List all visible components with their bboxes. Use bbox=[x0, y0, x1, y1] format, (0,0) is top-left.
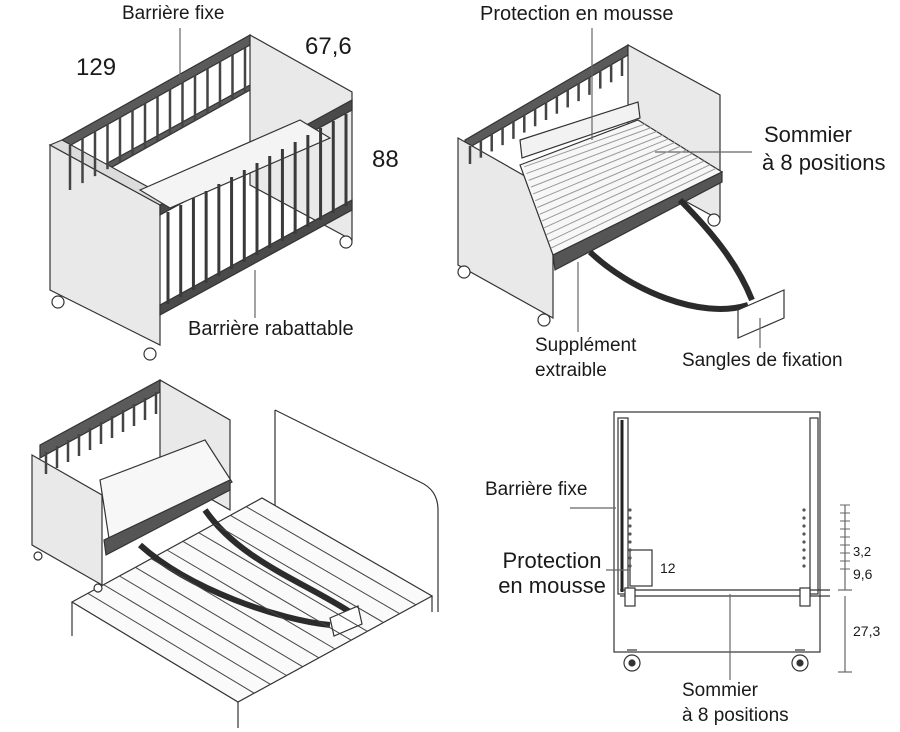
position-hole bbox=[628, 524, 632, 528]
adult-bed-slats bbox=[87, 506, 417, 694]
bed-slat bbox=[87, 592, 255, 694]
bed-slat bbox=[230, 514, 400, 615]
side-base-label-line1: Sommier bbox=[682, 680, 759, 701]
bed-slat bbox=[150, 558, 320, 659]
base-label-line1: Sommier bbox=[764, 122, 853, 147]
extension-label-line1: Supplément bbox=[535, 335, 637, 356]
position-hole bbox=[628, 508, 632, 512]
side-fixed-rail-label: Barrière fixe bbox=[485, 479, 588, 500]
base-slat bbox=[543, 156, 699, 229]
bed-slat bbox=[166, 549, 336, 650]
crib-length-dimension: 129 bbox=[76, 54, 117, 81]
base-label-line2: à 8 positions bbox=[762, 150, 886, 175]
position-hole bbox=[628, 516, 632, 520]
position-hole bbox=[802, 516, 806, 520]
side-base-label-line2: à 8 positions bbox=[682, 705, 789, 726]
fixed-rail-bars bbox=[68, 48, 247, 190]
side-elevation-drawing bbox=[570, 411, 852, 680]
bed-slat bbox=[103, 584, 271, 685]
bed-slat bbox=[135, 566, 303, 668]
drop-rail-bars bbox=[166, 114, 348, 304]
cosleep-base-slats bbox=[524, 123, 717, 249]
low-position-dimension: 9,6 bbox=[853, 566, 873, 582]
crib-height-dimension: 88 bbox=[372, 146, 399, 173]
position-hole bbox=[802, 564, 806, 568]
drop-rail-label: Barrière rabattable bbox=[188, 318, 354, 340]
base-slat bbox=[548, 164, 711, 242]
position-hole bbox=[628, 564, 632, 568]
bed-slat bbox=[245, 506, 417, 606]
height-position-ticks bbox=[840, 504, 850, 570]
step-dimension: 3,2 bbox=[853, 544, 872, 559]
base-slat bbox=[535, 141, 676, 202]
attached-crib-bars bbox=[44, 392, 158, 474]
position-hole bbox=[628, 556, 632, 560]
base-slat bbox=[541, 152, 693, 222]
base-slat bbox=[546, 160, 705, 236]
base-slat bbox=[537, 145, 682, 208]
bed-slat bbox=[198, 532, 368, 632]
assembled-crib-illustration bbox=[48, 28, 353, 361]
base-slat bbox=[530, 134, 664, 188]
position-hole bbox=[802, 548, 806, 552]
base-slat bbox=[532, 138, 670, 195]
leg-height-dimension: 27,3 bbox=[853, 623, 881, 639]
extension-label-line2: extraible bbox=[535, 360, 607, 381]
bed-slat bbox=[214, 523, 384, 623]
height-position-holes bbox=[628, 508, 806, 568]
fixed-rail-label: Barrière fixe bbox=[122, 3, 225, 24]
side-foam-label-line1: Protection bbox=[502, 548, 602, 573]
bed-slat bbox=[182, 540, 352, 641]
foam-protection-label: Protection en mousse bbox=[480, 3, 674, 25]
cosleep-crib-illustration bbox=[457, 28, 785, 348]
position-hole bbox=[802, 508, 806, 512]
position-hole bbox=[628, 532, 632, 536]
foam-dimension: 12 bbox=[660, 560, 676, 576]
position-hole bbox=[628, 540, 632, 544]
side-foam-label-line2: en mousse bbox=[498, 573, 606, 598]
cosleep-rail-bars bbox=[468, 58, 624, 164]
position-hole bbox=[628, 548, 632, 552]
base-slat bbox=[528, 130, 658, 181]
straps-label: Sangles de fixation bbox=[682, 350, 843, 371]
position-hole bbox=[802, 532, 806, 536]
base-slat bbox=[539, 149, 688, 215]
position-hole bbox=[802, 540, 806, 544]
base-slat bbox=[526, 126, 652, 175]
bed-slat bbox=[119, 575, 287, 676]
crib-depth-dimension: 67,6 bbox=[305, 33, 352, 60]
position-hole bbox=[802, 524, 806, 528]
position-hole bbox=[802, 556, 806, 560]
base-slat bbox=[550, 167, 717, 249]
base-slat bbox=[524, 123, 647, 168]
